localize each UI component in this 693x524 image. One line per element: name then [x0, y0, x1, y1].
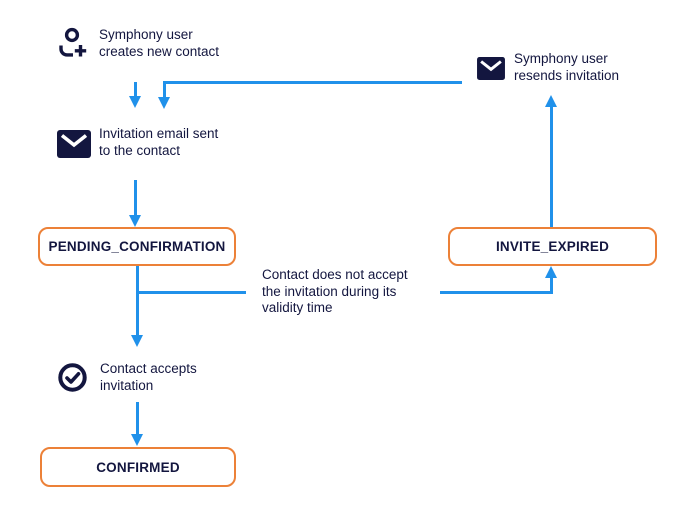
state-pending-confirmation-label: PENDING_CONFIRMATION	[48, 239, 226, 254]
state-confirmed: CONFIRMED	[40, 447, 236, 487]
email-sent-icon	[57, 130, 91, 158]
arrow-email-to-pending-shaft	[134, 180, 137, 216]
accept-invitation-label: Contact accepts invitation	[100, 361, 197, 393]
state-confirmed-label: CONFIRMED	[96, 459, 180, 475]
arrow-resend-loop-head	[158, 97, 170, 109]
state-invite-expired-label: INVITE_EXPIRED	[495, 239, 610, 254]
resend-invitation-label: Symphony user resends invitation	[514, 51, 620, 83]
branch-expired-line-left	[136, 291, 246, 294]
arrow-email-to-pending-head	[129, 215, 141, 227]
arrow-to-expired-shaft	[550, 278, 553, 294]
arrow-to-expired-head	[545, 266, 557, 278]
check-circle-icon	[57, 362, 88, 393]
arrow-expired-to-resend-shaft	[550, 107, 553, 227]
state-invite-expired: INVITE_EXPIRED	[448, 227, 657, 266]
email-resend-icon	[477, 57, 505, 80]
arrow-accept-to-confirmed-head	[131, 434, 143, 446]
arrow-expired-to-resend-head	[545, 95, 557, 107]
arrow-resend-loop-shaft	[163, 81, 166, 97]
arrow-accept-to-confirmed-shaft	[136, 402, 139, 435]
not-accepted-label: Contact does not accept the invitation d…	[262, 267, 408, 315]
branch-expired-line-right	[440, 291, 553, 294]
arrow-pending-down-head	[131, 335, 143, 347]
person-add-icon	[55, 26, 89, 60]
arrow-pending-down-shaft	[136, 266, 139, 336]
create-contact-label: Symphony user creates new contact	[99, 27, 220, 59]
arrow-create-to-email-head	[129, 96, 141, 108]
email-sent-label: Invitation email sent to the contact	[99, 126, 219, 158]
arrow-resend-loop-line	[163, 81, 462, 84]
arrow-create-to-email-shaft	[134, 82, 137, 97]
state-pending-confirmation: PENDING_CONFIRMATION	[38, 227, 236, 266]
